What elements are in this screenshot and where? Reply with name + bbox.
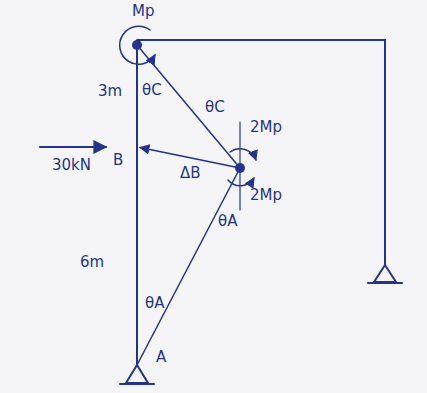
rotation-label: θC [142,83,162,98]
mechanism-line [137,45,240,168]
plastic-hinge [132,40,142,50]
moment-arc [228,178,254,186]
moment-arc [230,149,256,160]
rotation-label: θA [145,296,164,311]
plastic-hinge [235,163,245,173]
moment-arc [120,26,155,64]
rotation-label: θC [205,100,225,115]
rotation-label: θA [218,214,237,229]
joint-label: B [113,153,123,168]
moment-label: Mp [132,4,154,19]
pin-support [126,365,148,383]
mechanism-line [137,168,240,365]
reference-line [239,168,240,210]
dimension: 3m [98,84,122,99]
support-label: A [156,350,166,365]
moment-label: 2Mp [250,188,282,203]
reference-line [239,122,240,168]
pin-support [374,265,396,282]
dimension: 6m [80,255,104,270]
moment-label: 2Mp [250,120,282,135]
column [136,42,138,365]
ground [120,383,154,385]
displacement-arrow [140,148,240,169]
load-arrow [40,146,106,148]
frame [137,40,385,265]
displacement-label: ΔB [180,166,201,181]
ground [368,282,402,284]
load-label: 30kN [52,158,91,173]
